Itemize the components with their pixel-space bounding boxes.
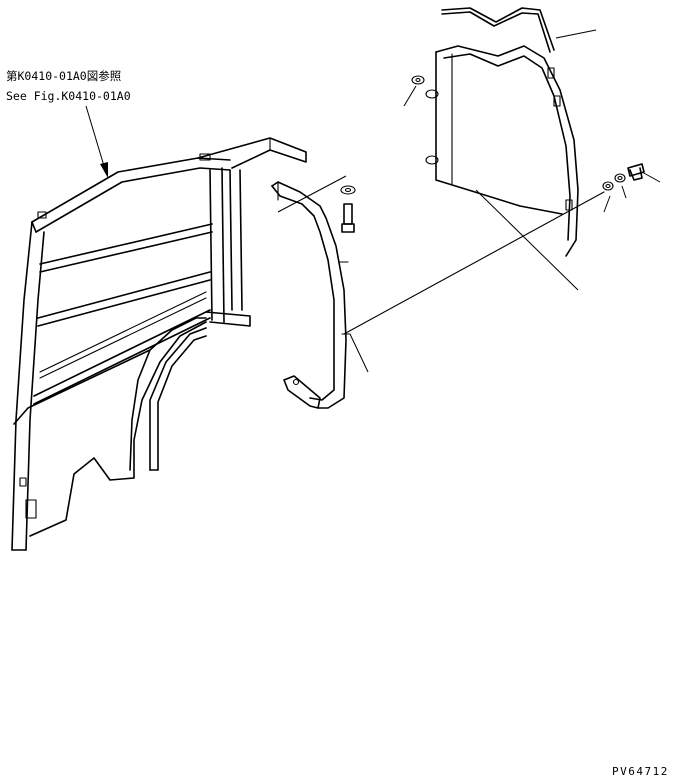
stay-bracket [271, 181, 351, 409]
reference-note-jp: 第K0410-01A0図参照 [6, 69, 121, 83]
drawing-code: PV64712 [612, 765, 669, 778]
reference-arrow [85, 105, 108, 178]
assembly-lines [343, 191, 605, 335]
cab-side-frame [11, 137, 307, 551]
washer-left [411, 75, 425, 85]
bolt-upper [340, 185, 356, 233]
cover-panel [425, 7, 579, 257]
leader-lines [277, 29, 661, 373]
reference-note-en: See Fig.K0410-01A0 [6, 89, 131, 103]
washers-bolt-right [602, 163, 645, 191]
